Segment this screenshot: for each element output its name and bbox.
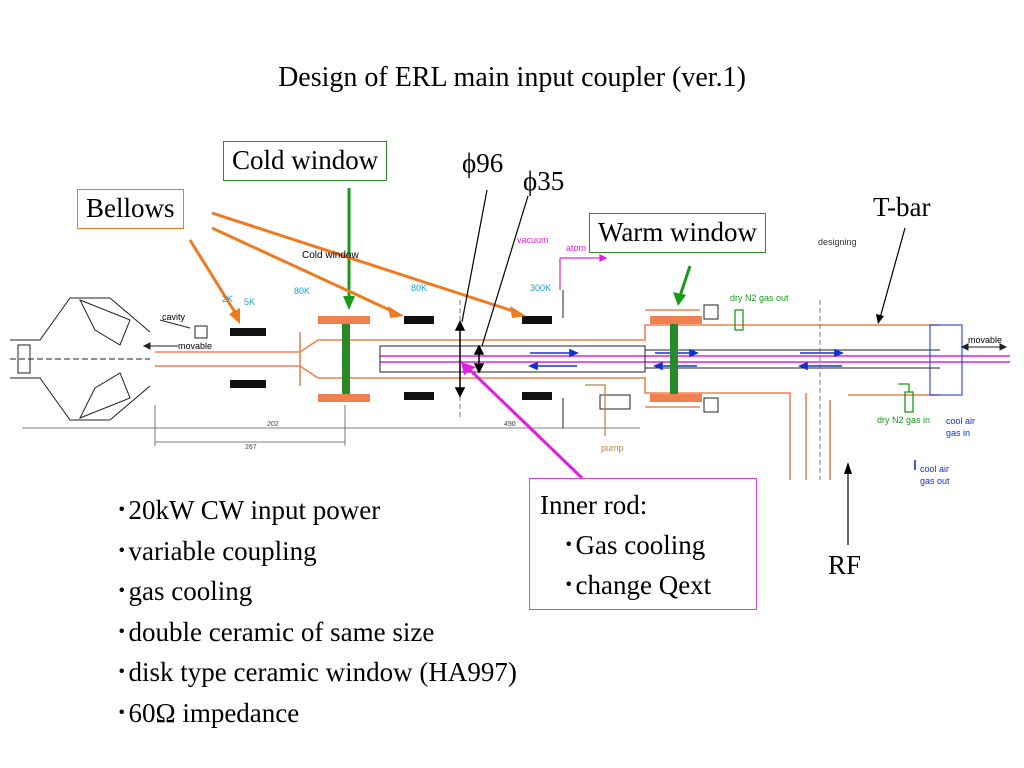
feature-item: ･double ceramic of same size [115,616,435,647]
temp-80k-label-b: 80K [411,283,428,293]
inner-rod-callout: Inner rod: ･Gas cooling ･change Qext [529,478,757,610]
feature-item: ･20kW CW input power [115,495,381,525]
page-title: Design of ERL main input coupler (ver.1) [278,62,746,93]
n2-arrows [734,309,914,413]
cavity-label: cavity [162,312,186,322]
vacuum-line [559,254,608,290]
outer-conductor [155,309,940,480]
warm-window-callout: Warm window [589,213,767,253]
dry-n2-out-label: dry N2 gas out [730,293,789,303]
phi35-label: ϕ35 [523,166,565,196]
temp-300k-label: 300K [530,283,552,293]
cool-air-in-label: cool air gas in [946,416,976,438]
dry-n2-in-label: dry N2 gas in [877,415,931,425]
feature-item: ･disk type ceramic window (HA997) [115,657,517,687]
t-bar-label: T-bar [873,192,931,222]
atom-label: atom [566,243,587,253]
flanges [194,290,963,428]
inner-rod-item: ･change Qext [562,570,712,600]
feature-item: ･gas cooling [115,576,253,606]
feature-list: ･20kW CW input power ･variable coupling … [115,490,517,733]
temp-2k-label: 2K [222,294,234,304]
pump-label: pump [601,443,624,453]
bellows-callout: Bellows [77,189,184,229]
callout-arrows [188,188,906,545]
dimension-202: 202 [267,421,279,428]
cold-window-small-label: Cold window [302,250,359,261]
dimension-490: 490 [504,421,516,428]
bellows [230,316,552,400]
movable-left-label: movable [178,341,213,351]
phi-dimension-marks [454,320,485,398]
t-bar-dashes [459,300,821,480]
cold-window-callout: Cold window [223,141,388,181]
ceramic-windows [318,316,702,402]
temp-80k-label-a: 80K [294,286,311,296]
designing-label: designing [818,237,857,247]
dimension-lines [22,405,640,446]
inner-conductor [379,345,940,373]
inner-rod [380,355,1010,363]
inner-rod-heading: Inner rod: [540,490,648,520]
gas-flow-arrows [527,348,916,470]
temp-5k-label: 5K [244,297,256,307]
feature-item: ･variable coupling [115,535,317,566]
phi96-label: ϕ96 [462,148,504,178]
pump-line [585,384,606,436]
rf-label: RF [828,550,862,580]
dimension-267: 267 [245,444,257,451]
movable-arrows [142,319,1008,351]
vacuum-label: vacuum [517,235,549,245]
cavity-shape [10,297,151,421]
feature-item: ･60Ω impedance [115,697,300,728]
inner-rod-item: ･Gas cooling [562,530,706,560]
cool-air-out-label: cool air gas out [920,464,950,486]
movable-right-label: movable [968,335,1003,345]
